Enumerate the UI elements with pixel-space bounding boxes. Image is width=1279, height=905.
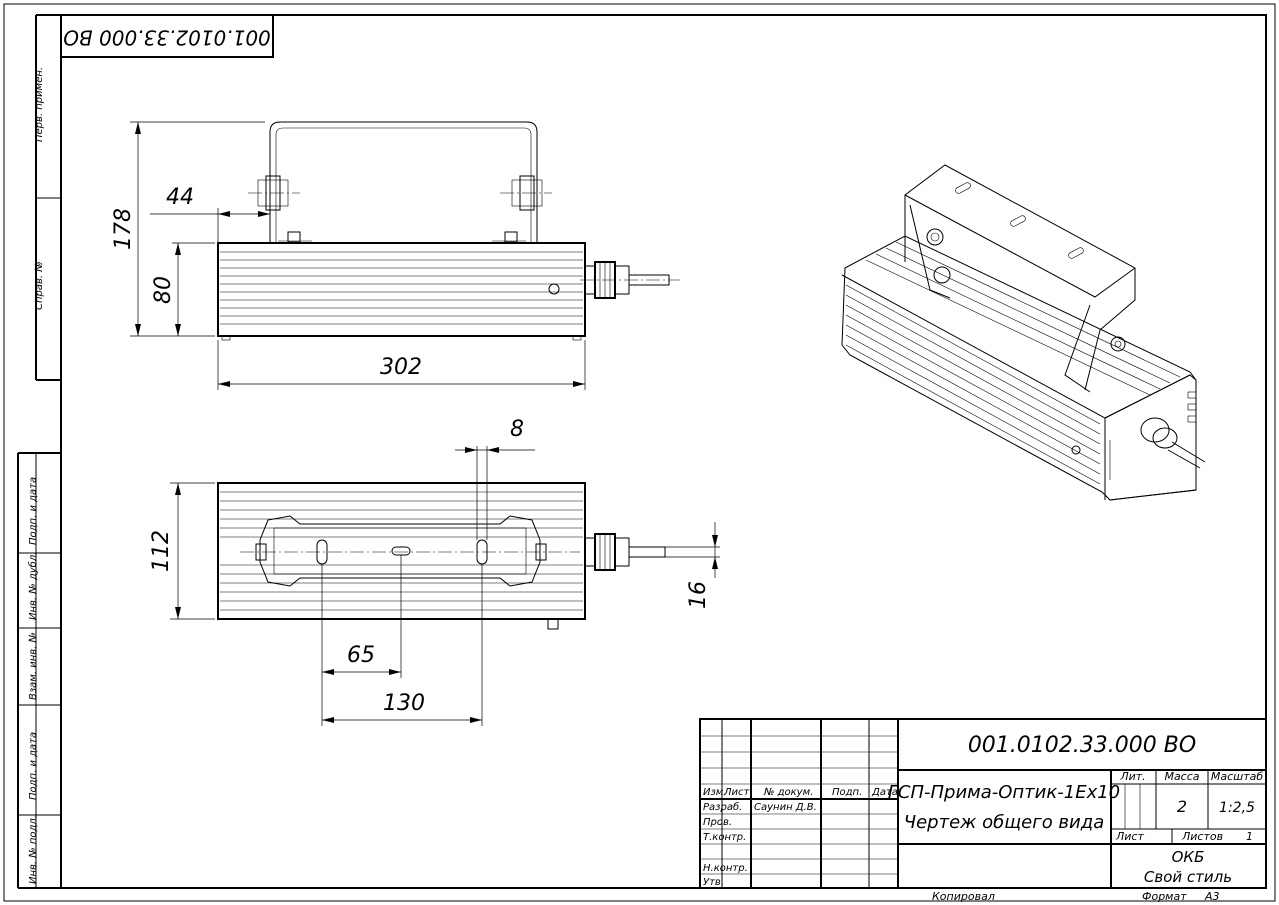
label-approved: Утв.: [703, 877, 724, 888]
dim-height-total: 178: [111, 208, 136, 250]
stamp-first-use: Перв. примен.: [34, 67, 45, 142]
isometric-view: [841, 164, 1206, 501]
organization-line2: Свой стиль: [1144, 868, 1232, 886]
top-view-dimensions: 112 8 16 65 130: [149, 417, 720, 726]
dim-slot-width: 8: [510, 417, 524, 442]
organization-line1: ОКБ: [1172, 848, 1205, 866]
dim-slot-spacing: 65: [347, 643, 375, 668]
label-izm: Изм.: [703, 787, 727, 798]
dim-slot-span: 130: [383, 691, 425, 716]
stamp-dup-inv-no: Инв. № дубл.: [27, 552, 39, 620]
label-date: Дата: [871, 787, 898, 798]
stamp-sign-date-1: Подп. и дата: [28, 477, 39, 545]
developer-name: Саунин Д.В.: [754, 802, 817, 813]
document-title-line1: ГСП-Прима-Оптик-1Ех10: [888, 782, 1120, 803]
front-view-fins: [220, 251, 583, 325]
label-lit: Лит.: [1119, 770, 1145, 783]
label-norm-control: Н.контр.: [703, 863, 748, 874]
stamp-orig-inv-no: Инв. № подл.: [28, 815, 39, 884]
dim-bracket-offset: 44: [166, 185, 194, 210]
copied-label: Копировал: [932, 890, 995, 903]
sheet-border: [3, 3, 1276, 902]
scale-value: 1:2,5: [1219, 800, 1255, 816]
dim-body-length: 302: [380, 355, 422, 380]
mass-value: 2: [1177, 797, 1187, 816]
dim-body-width: 112: [149, 530, 174, 572]
drawing-frame: [60, 14, 1267, 889]
dim-cable-dia: 16: [686, 581, 711, 609]
label-list: Лист: [723, 787, 751, 798]
top-view: [217, 482, 666, 630]
sheets-value: 1: [1246, 830, 1253, 843]
label-tech-control: Т.контр.: [703, 832, 746, 843]
dim-body-height: 80: [151, 276, 176, 304]
label-sign: Подп.: [832, 787, 862, 798]
format-value: А3: [1204, 890, 1220, 903]
document-title-line2: Чертеж общего вида: [904, 812, 1104, 833]
label-checked: Пров.: [703, 817, 732, 828]
isometric-fins: [845, 241, 1181, 485]
rotated-designation-box: 001.0102.33.000 ВО: [60, 14, 274, 58]
format-label: Формат: [1142, 890, 1187, 903]
stamp-ref-no: Справ. №: [34, 261, 45, 310]
top-view-fins: [220, 491, 583, 611]
label-mass: Масса: [1164, 770, 1199, 783]
label-sheet: Лист: [1115, 830, 1144, 843]
rotated-designation: 001.0102.33.000 ВО: [63, 26, 271, 50]
stamp-sign-date-2: Подп. и дата: [28, 732, 39, 800]
title-block: Изм. Лист № докум. Подп. Дата Разраб. Са…: [699, 718, 1267, 889]
stamp-replace-inv-no: Взам. инв. №: [28, 632, 39, 700]
document-designation: 001.0102.33.000 ВО: [968, 733, 1196, 758]
side-stamp-column: Перв. примен. Справ. № Подп. и дата Инв.…: [17, 14, 61, 889]
front-view: [217, 121, 680, 341]
front-view-dimensions: 178 80 44 302: [111, 121, 586, 390]
label-doc-no: № докум.: [763, 787, 813, 798]
label-scale: Масштаб: [1211, 770, 1263, 783]
label-sheets: Листов: [1181, 830, 1223, 843]
label-developed: Разраб.: [703, 801, 742, 813]
